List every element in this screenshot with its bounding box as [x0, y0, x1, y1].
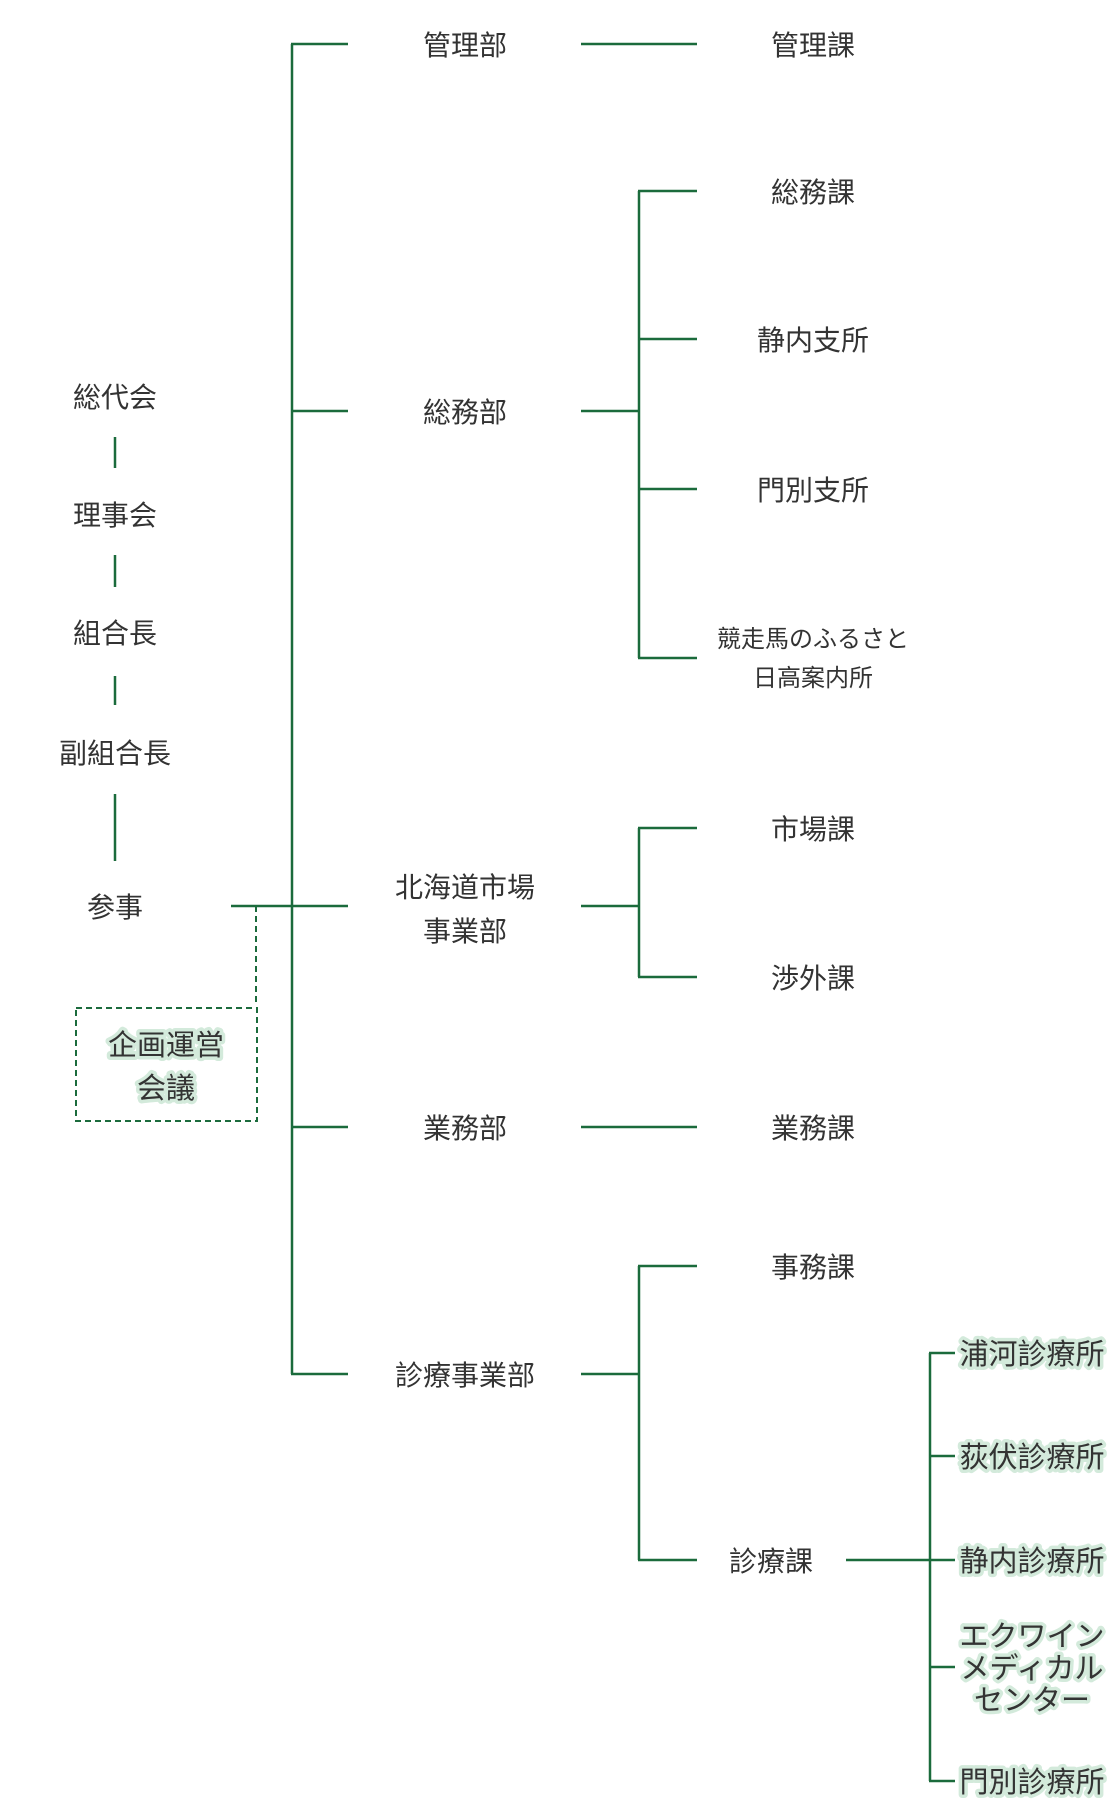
- planning-box-line2: 会議: [137, 1071, 195, 1105]
- sections: 管理課 総務課 静内支所 門別支所 競走馬のふるさと 日高案内所 市場課 渉外課…: [717, 29, 909, 1578]
- dept-somu: 総務部: [423, 396, 507, 429]
- section-keibaba-line2: 日高案内所: [753, 664, 873, 692]
- section-shogai-ka: 渉外課: [771, 962, 855, 995]
- dept-hokkaido-line2: 事業部: [423, 915, 507, 948]
- section-keibaba-line1: 競走馬のふるさと: [717, 625, 909, 653]
- planning-box-border: [75, 1007, 258, 1122]
- chain-kumiaicho: 組合長: [73, 617, 157, 650]
- planning-box: 企画運営 会議: [104, 1025, 227, 1109]
- section-shinryo-ka: 診療課: [729, 1545, 813, 1578]
- clinics: 浦河診療所 荻伏診療所 静内診療所 エクワイン メディカル センター 門別診療所: [956, 1334, 1108, 1800]
- chain-fukukumiaicho: 副組合長: [59, 737, 171, 770]
- chain-sanji: 参事: [87, 891, 143, 924]
- clinic-equine-line1: エクワイン: [959, 1619, 1104, 1653]
- section-shizunai-shisho: 静内支所: [757, 324, 869, 357]
- planning-box-line1: 企画運営: [108, 1028, 224, 1062]
- dept-hokkaido-line1: 北海道市場: [395, 871, 535, 904]
- clinic-shizunai: 静内診療所: [959, 1544, 1104, 1578]
- section-ichiba-ka: 市場課: [771, 813, 855, 846]
- connector-lines: [75, 42, 955, 1783]
- dept-shinryo: 診療事業部: [395, 1359, 535, 1392]
- clinic-ogifushi: 荻伏診療所: [959, 1440, 1104, 1474]
- left-chain: 総代会 理事会 組合長 副組合長 参事: [59, 381, 171, 924]
- dept-kanri: 管理部: [423, 29, 507, 62]
- dept-gyomu: 業務部: [423, 1112, 507, 1145]
- chain-rijikai: 理事会: [73, 499, 157, 532]
- section-jimu-ka: 事務課: [771, 1251, 855, 1284]
- departments: 管理部 総務部 北海道市場 事業部 業務部 診療事業部: [395, 29, 535, 1392]
- section-monbetsu-shisho: 門別支所: [757, 474, 869, 507]
- section-kanri-ka: 管理課: [771, 29, 855, 62]
- clinic-monbetsu: 門別診療所: [959, 1765, 1104, 1799]
- chain-sodaikai: 総代会: [73, 381, 157, 414]
- clinic-equine-line2: メディカル: [961, 1651, 1104, 1685]
- section-gyomu-ka: 業務課: [771, 1112, 855, 1145]
- section-somu-ka: 総務課: [771, 176, 855, 209]
- clinic-urakawa: 浦河診療所: [959, 1337, 1104, 1371]
- clinic-equine-line3: センター: [974, 1683, 1090, 1717]
